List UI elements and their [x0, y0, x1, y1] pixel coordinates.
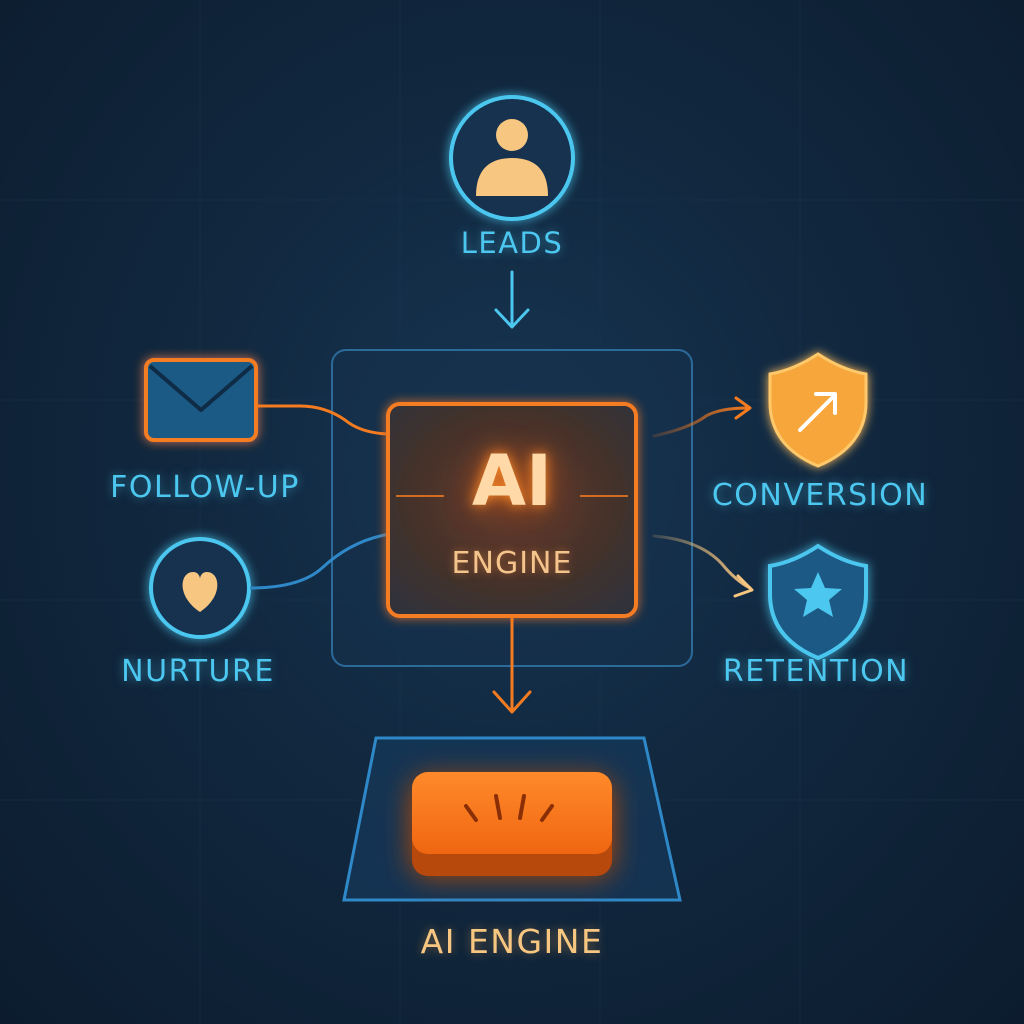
connector-followup [256, 404, 394, 436]
glowing-button-icon[interactable] [412, 772, 612, 876]
leads-node[interactable] [449, 95, 575, 221]
arrow-up-right-icon [798, 392, 837, 432]
leads-down-arrow [494, 270, 530, 329]
envelope-icon [148, 364, 254, 412]
connector-conversion [652, 396, 752, 438]
nurture-node[interactable] [149, 537, 251, 639]
connector-retention [652, 534, 754, 598]
user-icon [476, 119, 548, 196]
spark-lines-icon [464, 794, 554, 822]
conversion-node[interactable] [768, 352, 868, 468]
engine-subtitle: ENGINE [451, 546, 573, 581]
ai-engine-box[interactable] [386, 402, 638, 618]
connector-nurture [249, 532, 391, 590]
heart-icon [182, 572, 218, 612]
engine-down-arrow [492, 616, 532, 714]
conversion-label: CONVERSION [711, 478, 929, 513]
retention-node[interactable] [768, 543, 868, 661]
engine-title: AI [471, 440, 553, 522]
star-icon [794, 572, 842, 617]
nurture-label: NURTURE [121, 654, 275, 689]
followup-label: FOLLOW-UP [110, 470, 300, 505]
bottom-label: AI ENGINE [420, 922, 604, 961]
retention-label: RETENTION [722, 654, 910, 689]
leads-label: LEADS [460, 226, 564, 260]
followup-node[interactable] [144, 358, 258, 442]
